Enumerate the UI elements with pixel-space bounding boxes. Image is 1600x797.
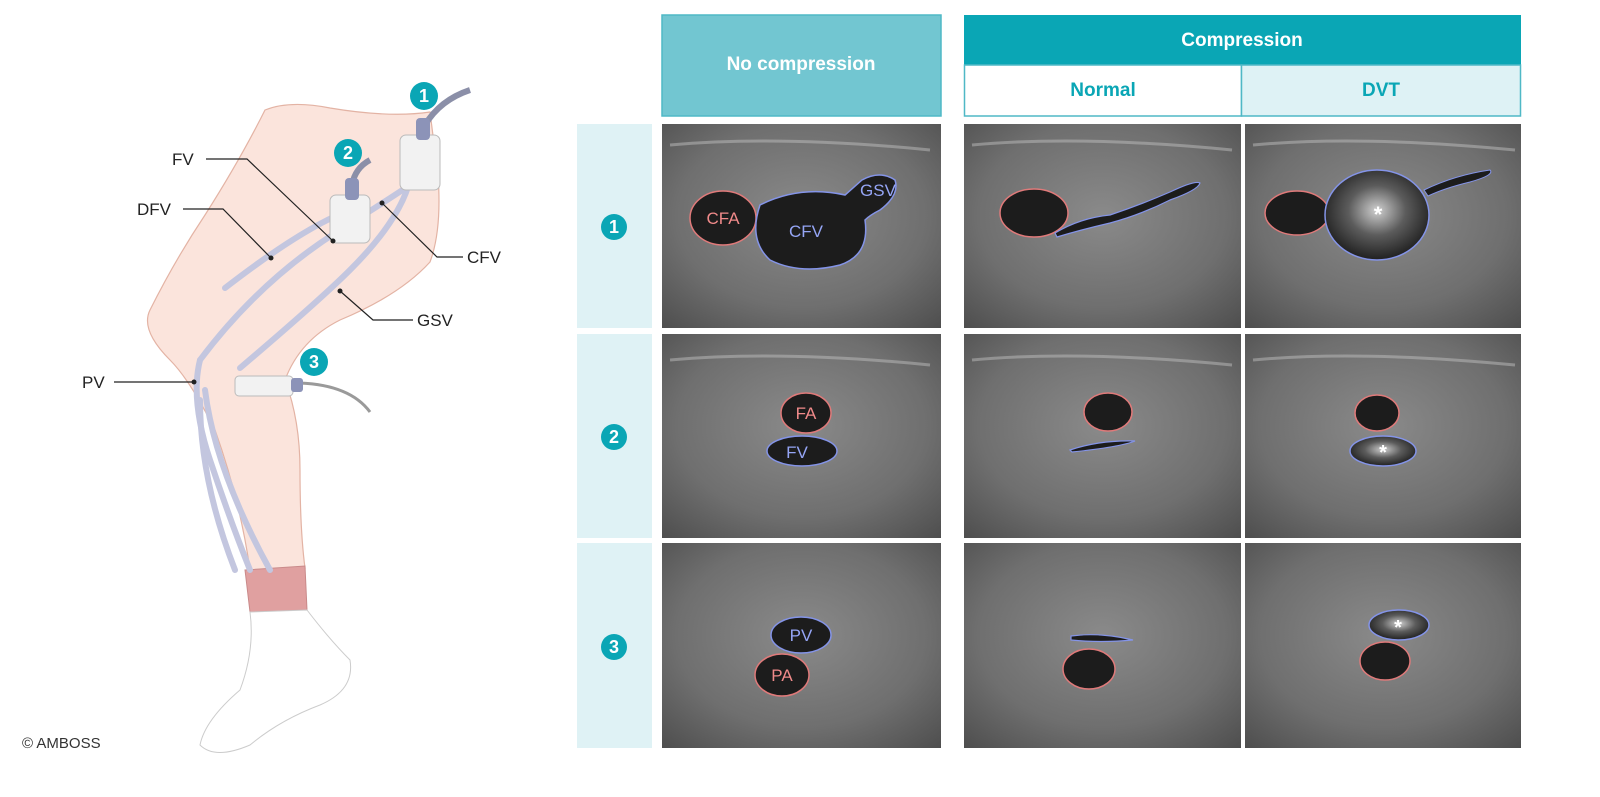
pa-artery [754,653,810,697]
probe-number-1: 1 [419,86,429,106]
leg-illustration: 1 2 3 FV DFV CFV GSV PV [82,82,502,753]
label-gsv: GSV [417,311,454,330]
copyright: © AMBOSS [22,735,101,752]
header-no-compression [661,14,942,117]
label-fv: FV [172,150,194,169]
row-labels: 1 2 3 [577,124,652,748]
label-cfv: CFV [789,222,824,241]
label-fv: FV [786,443,808,462]
dfv-leader-line [183,208,272,259]
header-dvt-label: DVT [1362,80,1400,101]
row-number-1: 1 [609,217,619,237]
row-number-3: 3 [609,637,619,657]
header-normal [963,64,1243,117]
pa-artery-compressed [1062,648,1116,690]
label-pv: PV [82,373,105,392]
header-normal-label: Normal [1070,80,1135,101]
cfv-vein [755,174,897,270]
probe-number-2: 2 [343,143,353,163]
probe-number-2-badge [334,139,362,167]
cfv-leader-line [381,202,463,258]
row-number-2: 2 [609,427,619,447]
fa-artery [780,392,832,434]
cfv-vein-compressed [1054,181,1201,238]
cfa-artery-compressed [999,188,1069,238]
pa-artery-dvt [1359,641,1411,681]
fv-vein [766,435,838,467]
probe-number-3: 3 [309,352,319,372]
gsv-vein-dvt [1423,169,1492,197]
label-fa: FA [796,404,817,423]
label-cfa: CFA [706,209,740,228]
header-dvt [1240,64,1522,117]
sock-band [244,565,308,613]
probe-3 [234,375,372,413]
fv-vein-compressed [1068,440,1136,453]
pv-vessel [193,357,253,573]
pv-vein-compressed [1070,634,1134,643]
label-gsv: GSV [860,181,897,200]
table-header: No compression Compression Normal DVT [661,14,1522,117]
cfa-artery-dvt [1264,190,1330,236]
fa-artery-compressed [1083,392,1133,432]
thrombus-marker: * [1379,442,1387,464]
pv-vein [770,616,832,654]
fv-leader-line [206,158,334,242]
calf-vessel [197,397,238,573]
ultrasound-images: CFA CFV GSV * FA FV * PV PA * [662,124,1521,748]
fv-vein-thrombosed [1349,435,1417,467]
sock-foot [199,609,352,753]
calf-vessel [202,387,273,573]
thrombus-marker: * [1374,202,1383,227]
probe-number-1-badge [410,82,438,110]
thrombus-marker: * [1394,617,1402,639]
thigh-calf-skin [146,103,440,571]
gsv-vessel [237,177,413,371]
header-compression [964,15,1521,65]
probe-2 [329,157,372,244]
probe-1 [399,87,471,191]
header-compression-label: Compression [1181,30,1302,51]
label-pa: PA [771,666,793,685]
label-pv: PV [790,626,813,645]
header-no-compression-label: No compression [727,54,876,75]
gsv-leader-line [339,290,413,321]
label-dfv: DFV [137,200,172,219]
label-cfv: CFV [467,248,502,267]
fa-artery-dvt [1354,394,1400,432]
pv-vein-thrombosed [1368,609,1430,641]
probe-number-3-badge [300,348,328,376]
cfv-vein-thrombosed [1324,169,1430,261]
